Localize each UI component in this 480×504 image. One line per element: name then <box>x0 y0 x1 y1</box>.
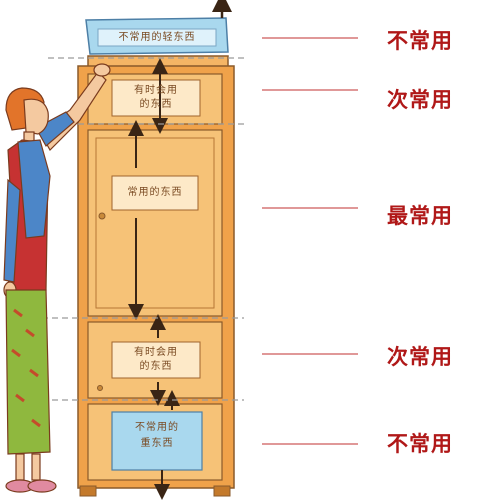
zone-label-upper: 次常用 <box>387 88 453 112</box>
zone-leader-lines <box>262 37 358 445</box>
top-storage-box <box>85 17 229 55</box>
upper-cabinet-label-line1: 有时会用 <box>134 85 178 96</box>
bottom-drawer-label-line1: 不常用的 <box>135 422 179 433</box>
zone-label-top: 不常用 <box>387 29 453 53</box>
upper-cabinet-label-line2: 的东西 <box>139 99 173 110</box>
top-box-label: 不常用的轻东西 <box>118 32 196 43</box>
lower-cabinet-label-line1: 有时会用 <box>134 347 178 358</box>
zone-label-bottom: 不常用 <box>387 432 453 456</box>
zone-label-lower: 次常用 <box>387 345 453 369</box>
main-cabinet-label: 常用的东西 <box>127 187 183 198</box>
woman-figure <box>3 63 111 493</box>
zone-dividers <box>22 57 244 401</box>
bottom-drawer-label-line2: 重东西 <box>140 438 174 449</box>
zone-label-middle: 最常用 <box>387 204 453 228</box>
lower-cabinet-label-line2: 的东西 <box>139 361 173 372</box>
main-label-card <box>111 175 199 211</box>
lower-label-card <box>111 341 201 379</box>
